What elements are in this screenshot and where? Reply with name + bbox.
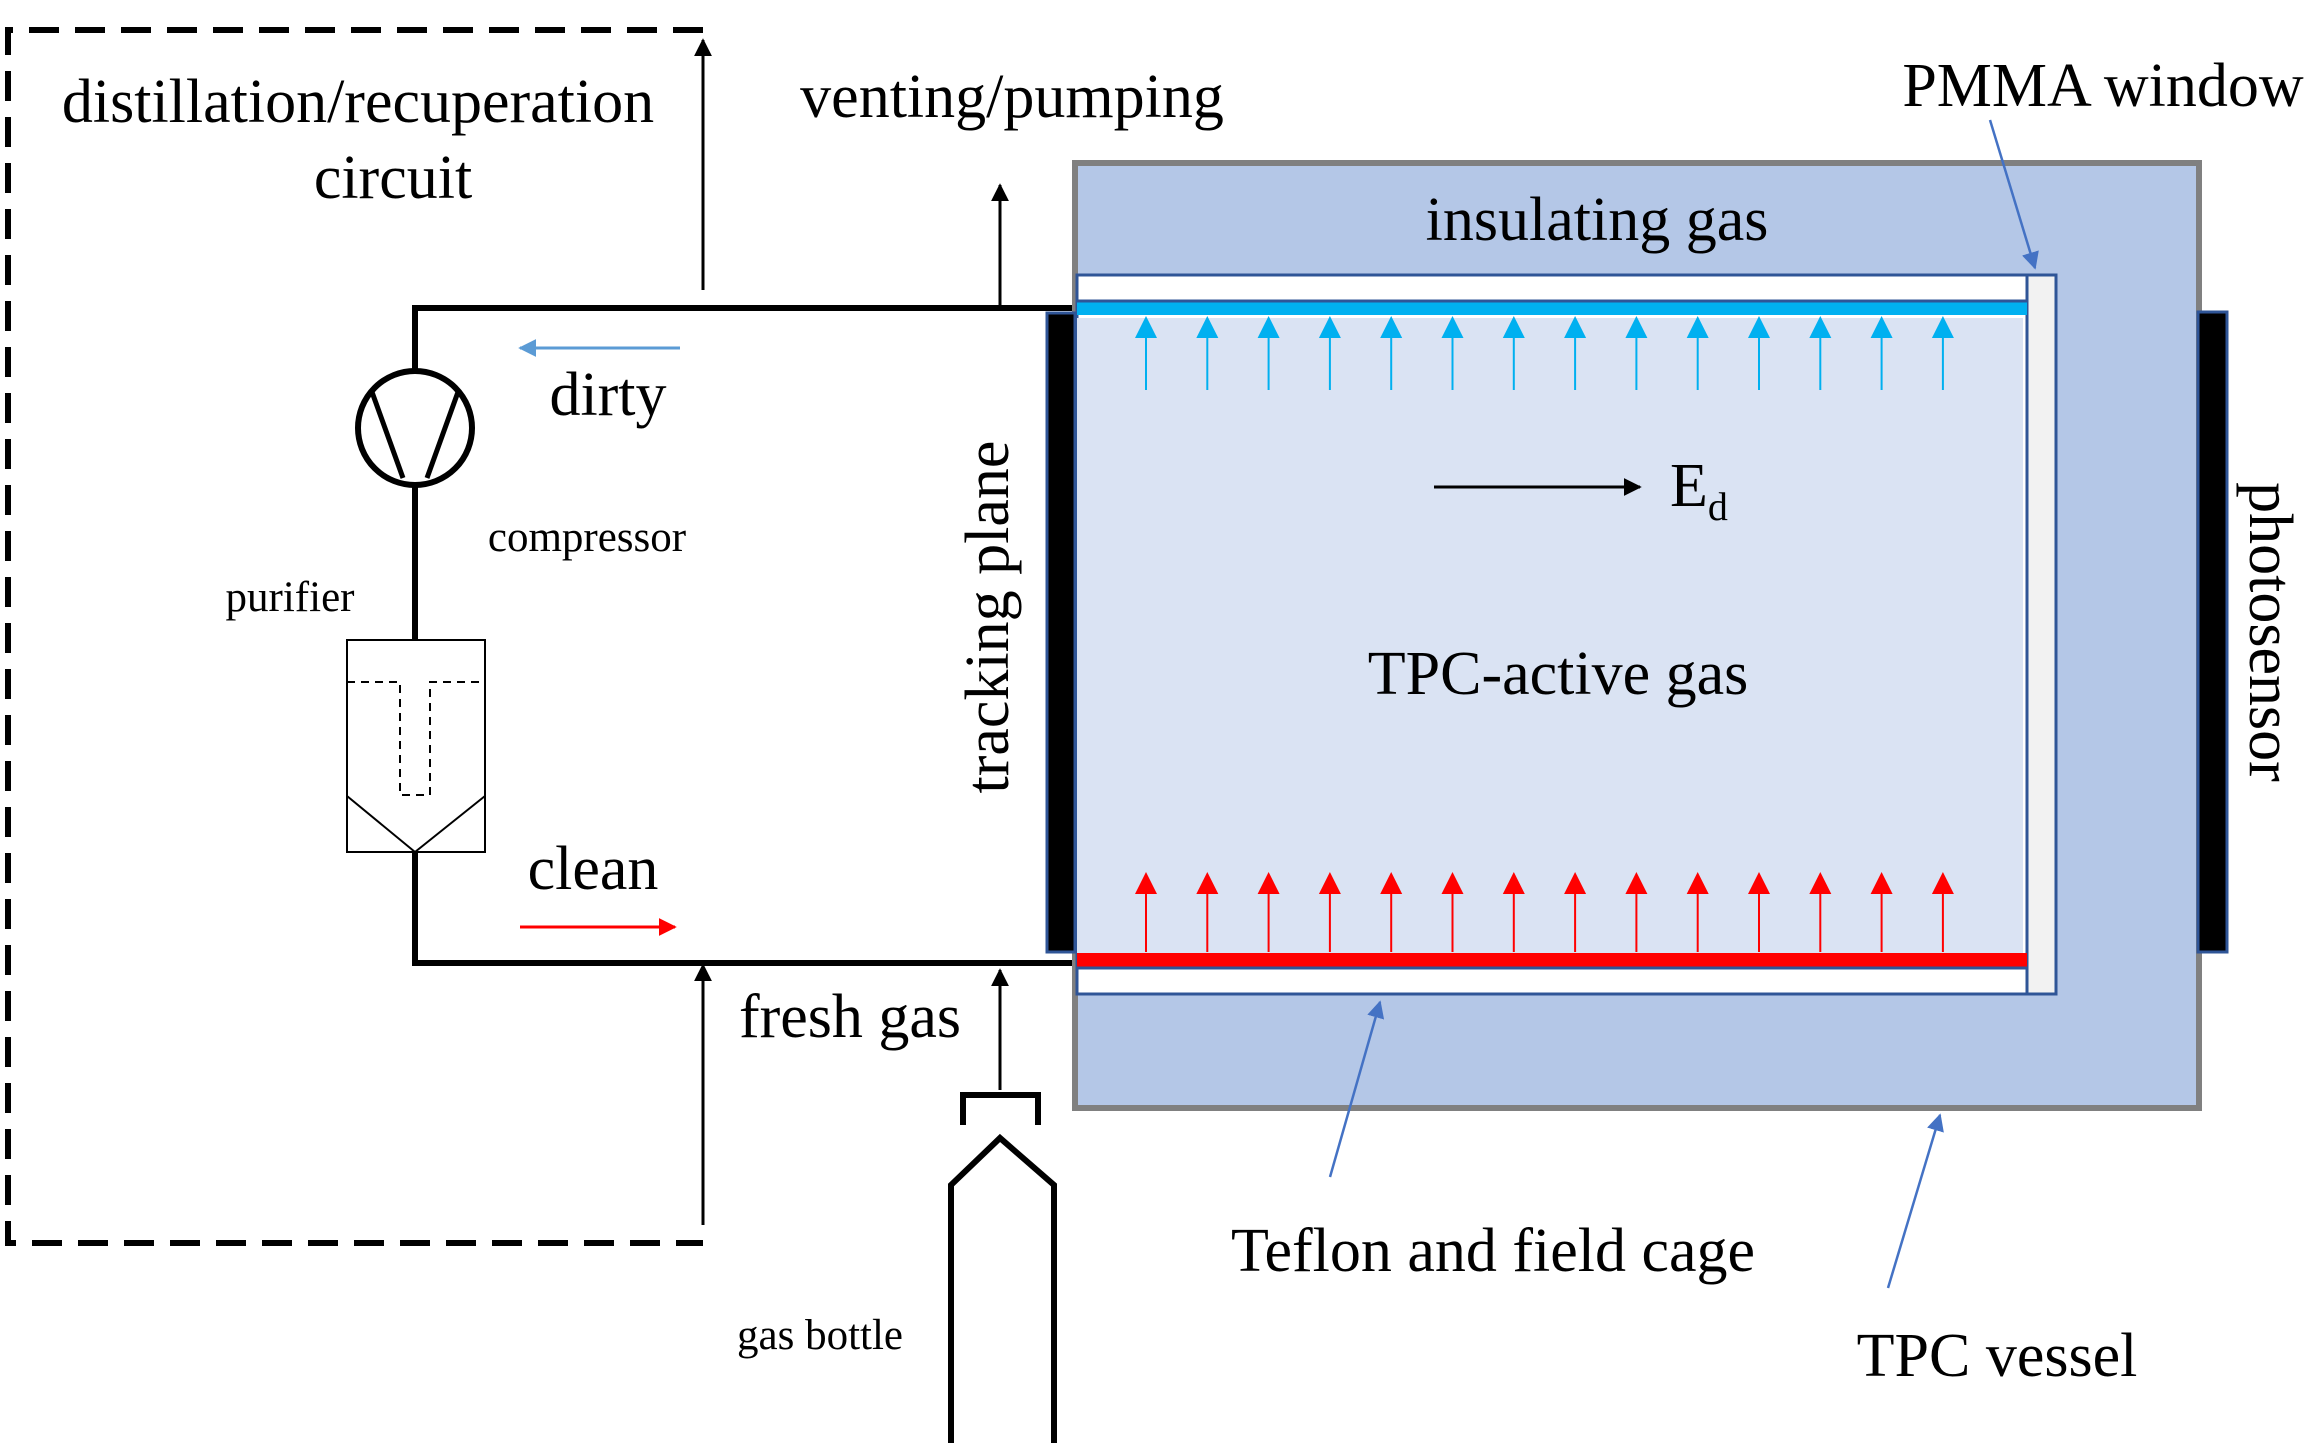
fresh-gas-label: fresh gas [739, 983, 961, 1051]
blue-field-arrow-head [1441, 316, 1464, 338]
insulating-gas-label: insulating gas [1426, 186, 1769, 254]
red-field-arrow-head [1748, 872, 1770, 894]
blue-field-arrow-head [1686, 316, 1709, 338]
blue-field-arrow-head [1748, 316, 1770, 338]
pmma-window-label: PMMA window [1902, 52, 2304, 120]
blue-field-arrow-head [1931, 316, 1954, 338]
compressor-label: compressor [488, 514, 686, 561]
red-field-arrow-head [1257, 872, 1280, 894]
venting-label: venting/pumping [800, 63, 1224, 131]
red-field-arrow-head [1196, 872, 1219, 894]
teflon-pointer-arrow [1328, 1000, 1385, 1178]
blue-field-arrow-head [1380, 316, 1403, 338]
teflon-field-cage-label: Teflon and field cage [1231, 1217, 1755, 1285]
vessel-pointer-arrow [1886, 1113, 1944, 1289]
photosensor-block [2196, 310, 2229, 954]
blue-field-arrow-head [1809, 316, 1832, 338]
red-field-arrow-head [1135, 872, 1157, 894]
gas-bottle-icon [948, 1092, 1057, 1443]
pmma-pointer-arrow [1988, 119, 2039, 270]
tpc-active-volume [1077, 318, 2023, 954]
blue-field-arrows [1135, 316, 1954, 390]
distillation-label-line1: distillation/recuperation [62, 68, 654, 136]
red-field-arrow-head [1564, 872, 1587, 894]
red-field-arrow-head [1931, 872, 1954, 894]
pmma-window [2025, 273, 2058, 996]
blue-field-arrow-head [1318, 316, 1341, 338]
purifier-icon [346, 639, 486, 854]
tracking-plane-block [1045, 311, 1077, 954]
red-field-arrow-head [1380, 872, 1403, 894]
blue-field-arrow-head [1135, 316, 1157, 338]
drift-field-symbol: E [1670, 452, 1708, 520]
red-field-arrow-head [1686, 872, 1709, 894]
blue-field-arrow-head [1502, 316, 1525, 338]
clean-label: clean [528, 835, 659, 903]
blue-field-arrow-head [1625, 316, 1648, 338]
compressor-icon [355, 368, 475, 488]
photosensor-label: photosensor [2236, 482, 2304, 782]
tracking-plane-label: tracking plane [954, 441, 1022, 794]
gas-loop-line [412, 305, 1075, 966]
blue-field-arrow-head [1257, 316, 1280, 338]
gas-bottle-label: gas bottle [737, 1312, 903, 1359]
tpc-vessel-label: TPC vessel [1857, 1322, 2138, 1390]
blue-field-arrow-head [1564, 316, 1587, 338]
blue-field-arrow-head [1196, 316, 1219, 338]
blue-field-arrow-head [1870, 316, 1893, 338]
drift-field-label: Ed [1670, 452, 1728, 529]
red-field-arrow-head [1625, 872, 1648, 894]
distillation-label-line2: circuit [314, 144, 472, 212]
red-field-arrow-head [1870, 872, 1893, 894]
dirty-label: dirty [549, 361, 666, 429]
red-field-arrow-head [1809, 872, 1832, 894]
tpc-active-gas-label: TPC-active gas [1368, 640, 1749, 708]
purifier-label: purifier [226, 574, 355, 621]
anode-electrode-red [1077, 953, 2027, 968]
red-field-arrow-head [1318, 872, 1341, 894]
red-field-arrow-head [1441, 872, 1464, 894]
drift-field-subscript: d [1708, 484, 1728, 529]
red-field-arrows [1135, 872, 1954, 952]
distillation-circuit-dashed-line [5, 27, 703, 1246]
cathode-electrode-blue [1077, 301, 2027, 315]
red-field-arrow-head [1502, 872, 1525, 894]
